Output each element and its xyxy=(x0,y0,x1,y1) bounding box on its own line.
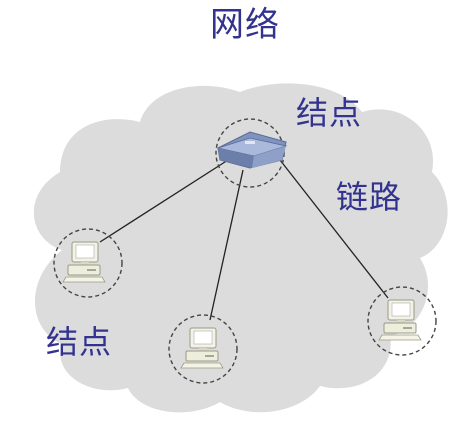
link-router-pc-left xyxy=(99,159,229,243)
node-label-bottom: 结点 xyxy=(46,323,113,361)
node-ring-pc-left xyxy=(53,228,123,298)
links xyxy=(99,159,389,321)
diagram-title: 网络 xyxy=(210,5,280,45)
router-icon xyxy=(216,131,288,169)
node-label-top: 结点 xyxy=(296,94,363,132)
link-router-pc-right xyxy=(279,159,389,299)
network-cloud xyxy=(33,83,448,413)
link-label: 链路 xyxy=(336,178,403,216)
node-ring-pc-right xyxy=(367,286,437,356)
node-ring-pc-middle xyxy=(168,314,238,384)
link-router-pc-middle xyxy=(209,169,244,321)
